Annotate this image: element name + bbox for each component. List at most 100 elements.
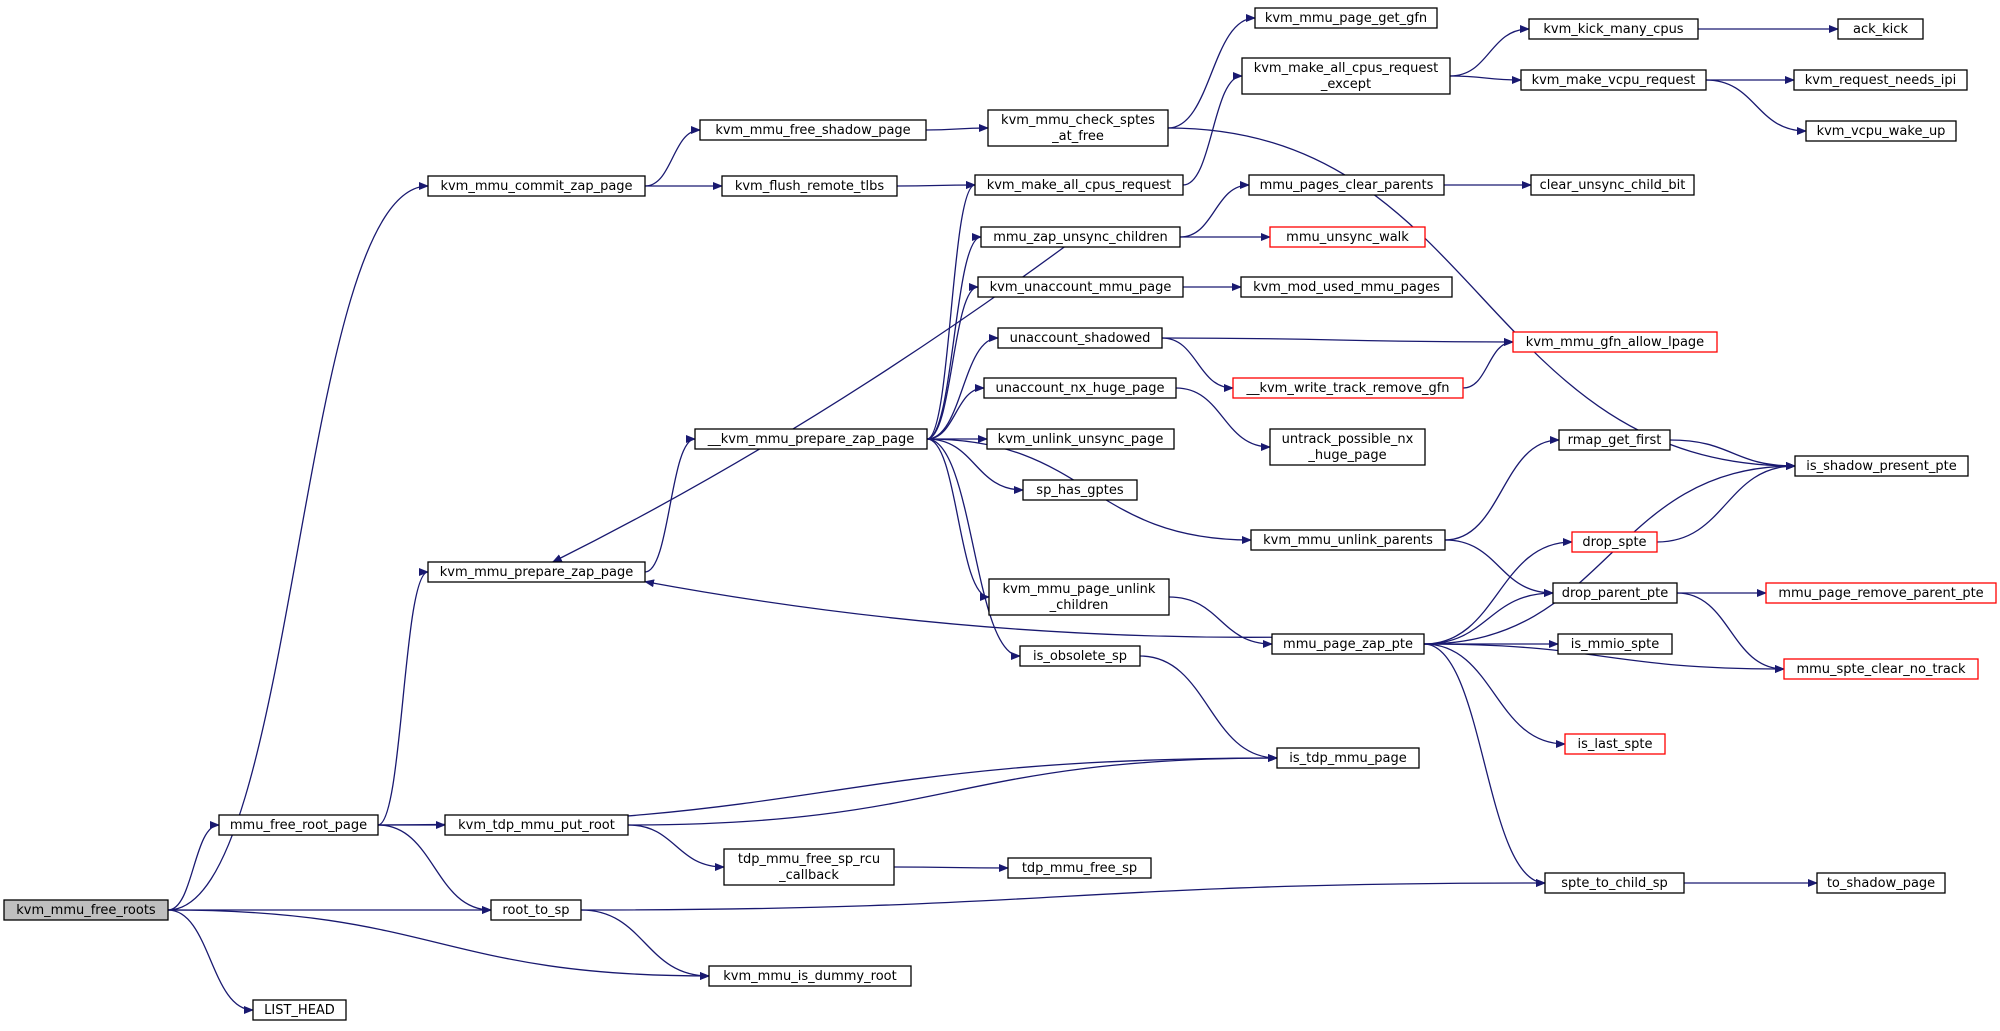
- node-box[interactable]: [708, 965, 912, 987]
- node-mmu_spte_clear_no_track[interactable]: mmu_spte_clear_no_track: [1783, 658, 1979, 680]
- node-box[interactable]: [723, 848, 895, 886]
- node-box[interactable]: [1022, 479, 1138, 501]
- node-kvm_tdp_mmu_put_root[interactable]: kvm_tdp_mmu_put_root: [444, 814, 629, 836]
- node-kvm_mmu_prepare_zap_page[interactable]: kvm_mmu_prepare_zap_page: [427, 561, 646, 583]
- node-kvm_mmu_page_unlink_children[interactable]: kvm_mmu_page_unlink_children: [988, 578, 1170, 616]
- node-box[interactable]: [980, 226, 1181, 248]
- node-box[interactable]: [1007, 857, 1152, 879]
- node-kvm_mmu_free_roots[interactable]: kvm_mmu_free_roots: [3, 899, 169, 921]
- node-__kvm_write_track_remove_gfn[interactable]: __kvm_write_track_remove_gfn: [1232, 377, 1464, 399]
- node-box[interactable]: [1816, 872, 1946, 894]
- node-box[interactable]: [1269, 226, 1426, 248]
- node-box[interactable]: [427, 561, 646, 583]
- node-box[interactable]: [1837, 18, 1924, 40]
- node-mmu_zap_unsync_children[interactable]: mmu_zap_unsync_children: [980, 226, 1181, 248]
- node-drop_parent_pte[interactable]: drop_parent_pte: [1552, 582, 1678, 604]
- node-is_tdp_mmu_page[interactable]: is_tdp_mmu_page: [1276, 747, 1420, 769]
- node-__kvm_mmu_prepare_zap_page[interactable]: __kvm_mmu_prepare_zap_page: [694, 428, 928, 450]
- node-box[interactable]: [1019, 645, 1141, 667]
- node-box[interactable]: [986, 428, 1175, 450]
- node-is_shadow_present_pte[interactable]: is_shadow_present_pte: [1794, 455, 1969, 477]
- node-is_obsolete_sp[interactable]: is_obsolete_sp: [1019, 645, 1141, 667]
- node-drop_spte[interactable]: drop_spte: [1571, 531, 1658, 553]
- node-box[interactable]: [1250, 529, 1446, 551]
- node-rmap_get_first[interactable]: rmap_get_first: [1558, 429, 1671, 451]
- node-box[interactable]: [1248, 174, 1445, 196]
- node-box[interactable]: [1794, 455, 1969, 477]
- node-box[interactable]: [1232, 377, 1464, 399]
- node-kvm_mmu_is_dummy_root[interactable]: kvm_mmu_is_dummy_root: [708, 965, 912, 987]
- node-box[interactable]: [987, 109, 1169, 147]
- node-box[interactable]: [427, 175, 646, 197]
- node-root_to_sp[interactable]: root_to_sp: [490, 899, 582, 921]
- node-kvm_request_needs_ipi[interactable]: kvm_request_needs_ipi: [1793, 69, 1968, 91]
- node-box[interactable]: [1240, 276, 1453, 298]
- node-box[interactable]: [721, 175, 898, 197]
- node-box[interactable]: [1552, 582, 1678, 604]
- node-kvm_mmu_gfn_allow_lpage[interactable]: kvm_mmu_gfn_allow_lpage: [1512, 331, 1718, 353]
- node-tdp_mmu_free_sp_rcu_callback[interactable]: tdp_mmu_free_sp_rcu_callback: [723, 848, 895, 886]
- node-box[interactable]: [1241, 57, 1451, 95]
- node-kvm_vcpu_wake_up[interactable]: kvm_vcpu_wake_up: [1805, 120, 1957, 142]
- node-is_mmio_spte[interactable]: is_mmio_spte: [1557, 633, 1673, 655]
- node-kvm_make_all_cpus_request_except[interactable]: kvm_make_all_cpus_request_except: [1241, 57, 1451, 95]
- node-kvm_mmu_commit_zap_page[interactable]: kvm_mmu_commit_zap_page: [427, 175, 646, 197]
- node-box[interactable]: [1254, 7, 1438, 29]
- node-kvm_kick_many_cpus[interactable]: kvm_kick_many_cpus: [1528, 18, 1699, 40]
- node-box[interactable]: [699, 119, 927, 141]
- node-box[interactable]: [983, 377, 1177, 399]
- node-mmu_free_root_page[interactable]: mmu_free_root_page: [218, 814, 379, 836]
- node-box[interactable]: [1557, 633, 1673, 655]
- node-mmu_page_remove_parent_pte[interactable]: mmu_page_remove_parent_pte: [1765, 582, 1997, 604]
- node-mmu_unsync_walk[interactable]: mmu_unsync_walk: [1269, 226, 1426, 248]
- node-box[interactable]: [977, 276, 1184, 298]
- node-box[interactable]: [3, 899, 169, 921]
- node-kvm_mmu_unlink_parents[interactable]: kvm_mmu_unlink_parents: [1250, 529, 1446, 551]
- node-box[interactable]: [997, 327, 1163, 349]
- node-box[interactable]: [1564, 733, 1666, 755]
- node-box[interactable]: [444, 814, 629, 836]
- node-kvm_make_vcpu_request[interactable]: kvm_make_vcpu_request: [1520, 69, 1707, 91]
- node-kvm_mmu_check_sptes_at_free[interactable]: kvm_mmu_check_sptes_at_free: [987, 109, 1169, 147]
- node-box[interactable]: [1269, 428, 1426, 466]
- node-kvm_unaccount_mmu_page[interactable]: kvm_unaccount_mmu_page: [977, 276, 1184, 298]
- node-box[interactable]: [1793, 69, 1968, 91]
- node-box[interactable]: [1271, 633, 1425, 655]
- node-kvm_unlink_unsync_page[interactable]: kvm_unlink_unsync_page: [986, 428, 1175, 450]
- node-mmu_page_zap_pte[interactable]: mmu_page_zap_pte: [1271, 633, 1425, 655]
- node-box[interactable]: [694, 428, 928, 450]
- node-mmu_pages_clear_parents[interactable]: mmu_pages_clear_parents: [1248, 174, 1445, 196]
- node-kvm_flush_remote_tlbs[interactable]: kvm_flush_remote_tlbs: [721, 175, 898, 197]
- node-box[interactable]: [1805, 120, 1957, 142]
- node-spte_to_child_sp[interactable]: spte_to_child_sp: [1544, 872, 1685, 894]
- node-box[interactable]: [1544, 872, 1685, 894]
- node-clear_unsync_child_bit[interactable]: clear_unsync_child_bit: [1530, 174, 1695, 196]
- node-box[interactable]: [1530, 174, 1695, 196]
- node-kvm_mmu_page_get_gfn[interactable]: kvm_mmu_page_get_gfn: [1254, 7, 1438, 29]
- node-box[interactable]: [1765, 582, 1997, 604]
- node-box[interactable]: [1520, 69, 1707, 91]
- node-tdp_mmu_free_sp[interactable]: tdp_mmu_free_sp: [1007, 857, 1152, 879]
- node-box[interactable]: [1528, 18, 1699, 40]
- node-is_last_spte[interactable]: is_last_spte: [1564, 733, 1666, 755]
- node-sp_has_gptes[interactable]: sp_has_gptes: [1022, 479, 1138, 501]
- node-box[interactable]: [974, 174, 1184, 196]
- node-box[interactable]: [218, 814, 379, 836]
- node-ack_kick[interactable]: ack_kick: [1837, 18, 1924, 40]
- node-unaccount_nx_huge_page[interactable]: unaccount_nx_huge_page: [983, 377, 1177, 399]
- node-unaccount_shadowed[interactable]: unaccount_shadowed: [997, 327, 1163, 349]
- node-to_shadow_page[interactable]: to_shadow_page: [1816, 872, 1946, 894]
- node-box[interactable]: [1276, 747, 1420, 769]
- node-box[interactable]: [490, 899, 582, 921]
- node-box[interactable]: [988, 578, 1170, 616]
- node-box[interactable]: [252, 999, 347, 1021]
- node-untrack_possible_nx_huge_page[interactable]: untrack_possible_nx_huge_page: [1269, 428, 1426, 466]
- node-LIST_HEAD[interactable]: LIST_HEAD: [252, 999, 347, 1021]
- node-kvm_mod_used_mmu_pages[interactable]: kvm_mod_used_mmu_pages: [1240, 276, 1453, 298]
- node-box[interactable]: [1783, 658, 1979, 680]
- node-kvm_make_all_cpus_request[interactable]: kvm_make_all_cpus_request: [974, 174, 1184, 196]
- node-box[interactable]: [1571, 531, 1658, 553]
- node-kvm_mmu_free_shadow_page[interactable]: kvm_mmu_free_shadow_page: [699, 119, 927, 141]
- node-box[interactable]: [1512, 331, 1718, 353]
- node-box[interactable]: [1558, 429, 1671, 451]
